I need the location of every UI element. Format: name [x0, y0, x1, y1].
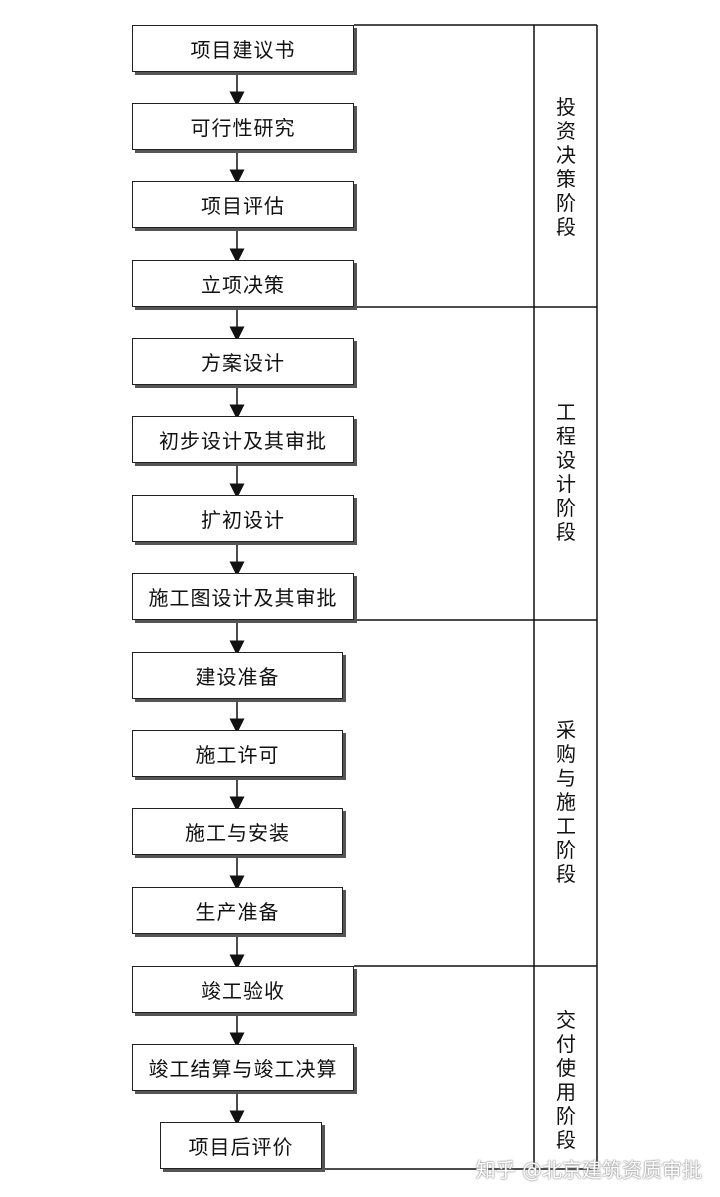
step-box-12: 生产准备 — [132, 887, 343, 934]
stage-label-1: 投资决策阶段 — [556, 95, 576, 239]
stage-label-2: 工程设计阶段 — [556, 400, 576, 544]
watermark: 知乎 @北京建筑资质审批 — [475, 1158, 702, 1182]
step-box-6: 初步设计及其审批 — [132, 416, 354, 463]
step-box-9: 建设准备 — [132, 652, 343, 699]
stage-label-4: 交付使用阶段 — [556, 1008, 576, 1152]
step-box-10: 施工许可 — [132, 730, 343, 777]
step-box-8: 施工图设计及其审批 — [132, 573, 354, 620]
step-box-1: 项目建议书 — [132, 25, 354, 72]
step-box-5: 方案设计 — [132, 338, 354, 385]
step-box-3: 项目评估 — [132, 181, 354, 228]
step-box-2: 可行性研究 — [132, 103, 354, 150]
step-box-11: 施工与安装 — [132, 808, 343, 855]
step-box-14: 竣工结算与竣工决算 — [132, 1044, 354, 1091]
step-box-7: 扩初设计 — [132, 495, 354, 542]
step-box-13: 竣工验收 — [132, 966, 354, 1013]
step-box-4: 立项决策 — [132, 260, 354, 307]
stage-label-3: 采购与施工阶段 — [556, 718, 576, 886]
step-box-15: 项目后评价 — [160, 1122, 322, 1169]
